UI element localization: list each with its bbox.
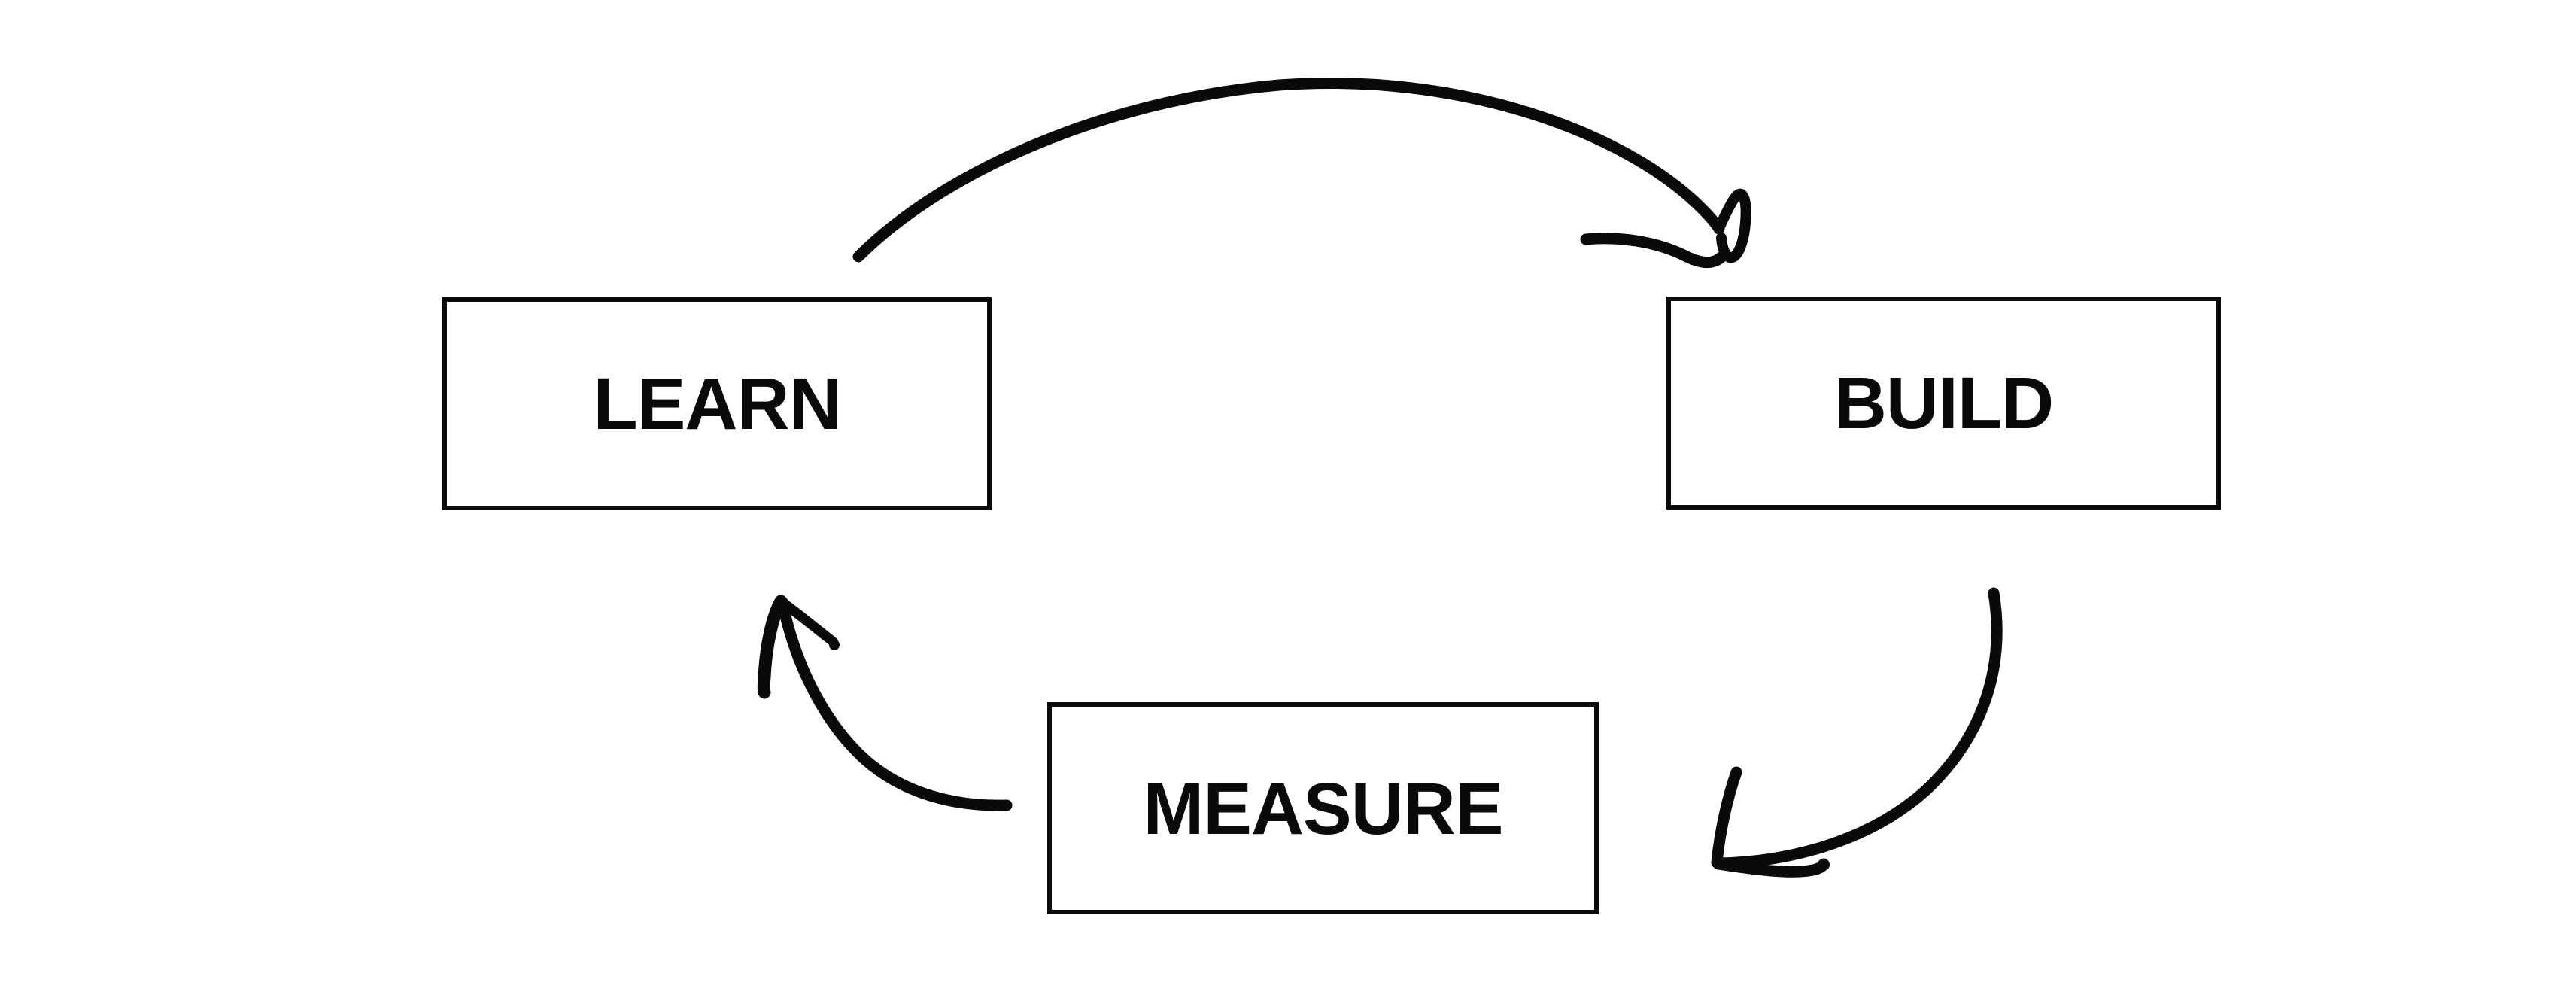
node-build-label: BUILD [1833, 362, 2054, 444]
node-measure-label: MEASURE [1143, 767, 1503, 850]
arrow-build-to-measure [1711, 587, 2003, 878]
arrow-build-to-measure-barb-lower [1712, 858, 1830, 878]
arrow-measure-to-learn [757, 595, 1013, 811]
arrow-learn-to-build [852, 78, 1751, 269]
arrow-build-to-measure-shaft [1715, 587, 2003, 869]
arrow-learn-to-build-barb [1580, 233, 1729, 269]
arrow-learn-to-build-tip-loop [1714, 188, 1751, 263]
arrow-measure-to-learn-shaft [776, 596, 1013, 811]
arrow-build-to-measure-barb-dot [1818, 859, 1830, 871]
arrow-measure-to-learn-barb-right [777, 597, 840, 650]
node-measure[interactable]: MEASURE [1047, 702, 1599, 914]
arrow-learn-to-build-shaft [852, 78, 1725, 263]
node-build[interactable]: BUILD [1666, 297, 2221, 510]
arrow-measure-to-learn-barb-dot [829, 640, 840, 650]
node-learn-label: LEARN [593, 363, 841, 445]
node-learn[interactable]: LEARN [442, 297, 992, 510]
arrow-measure-to-learn-barb-left [757, 595, 788, 699]
arrow-build-to-measure-barb-upper [1711, 766, 1742, 869]
